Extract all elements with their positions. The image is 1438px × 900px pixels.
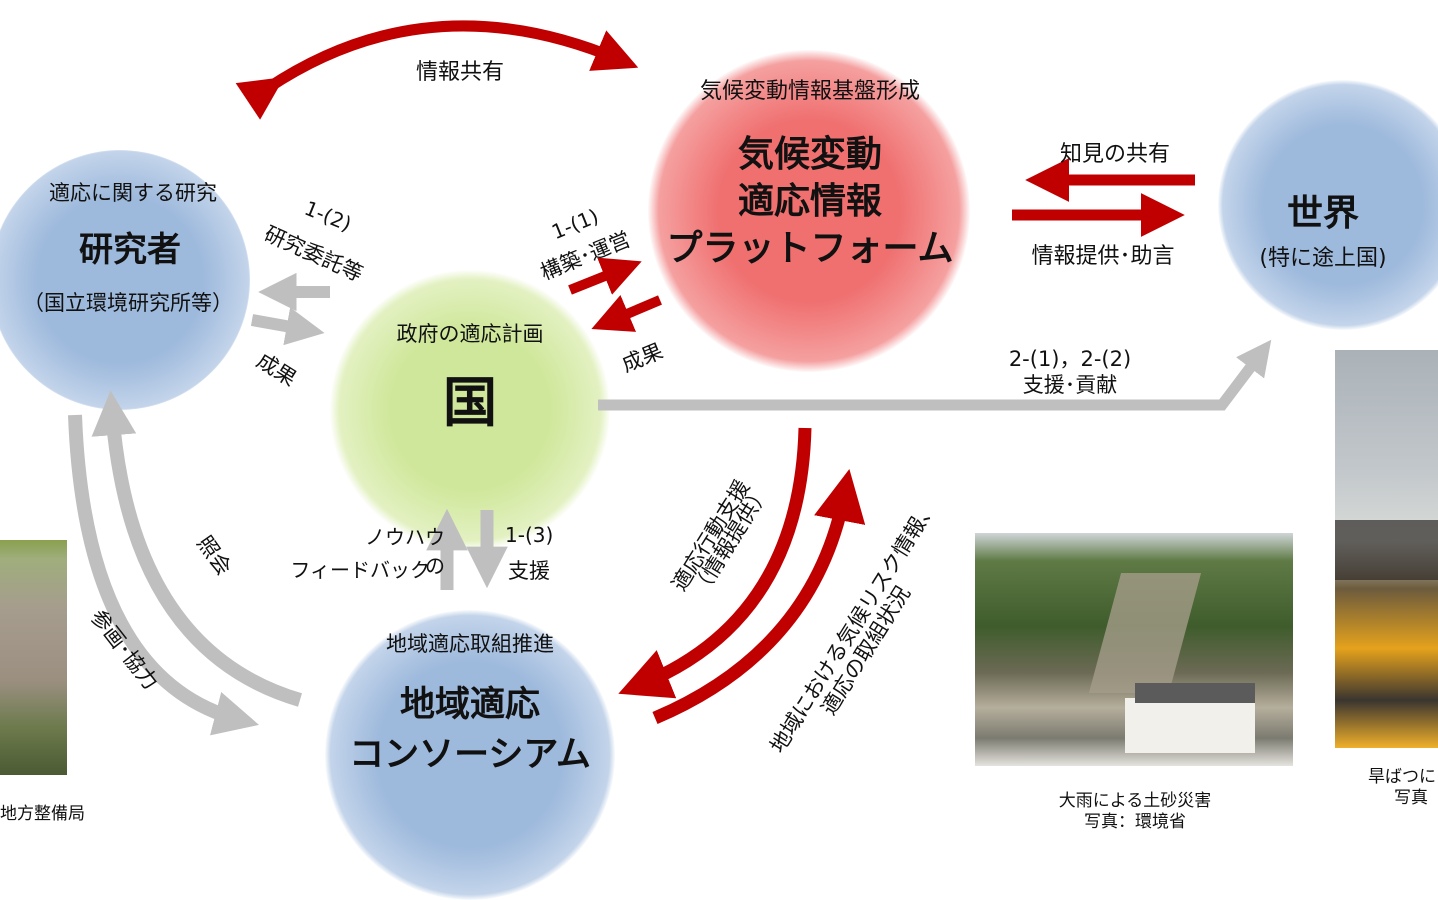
world-sub: (特に途上国) <box>1259 246 1387 271</box>
researcher-caption: 適応に関する研究 <box>49 181 217 205</box>
platform-title-line1: 気候変動 <box>737 134 882 175</box>
drought-photo <box>1335 350 1438 748</box>
drought-caption-line1: 旱ばつに <box>1368 767 1436 787</box>
country-title: 国 <box>443 371 497 434</box>
build-operate-arrow <box>568 257 642 295</box>
regional-info-arrow <box>652 469 866 724</box>
result-right-arrow <box>591 295 662 332</box>
support-code-label: 2-(1)，2-(2) <box>1008 347 1132 371</box>
knowledge-share-label: 知見の共有 <box>1059 142 1170 167</box>
world-title: 世界 <box>1286 193 1359 234</box>
info-share-label: 情報共有 <box>415 60 504 85</box>
researcher-circle <box>0 150 250 410</box>
platform-caption: 気候変動情報基盤形成 <box>699 79 920 104</box>
consortium-title-line1: 地域適応 <box>399 685 540 725</box>
country-world-arrow <box>598 339 1272 411</box>
adapt-support-arrow <box>618 427 812 699</box>
landslide-caption-line1: 大雨による土砂災害 <box>1058 791 1212 811</box>
support-contribution-label: 支援･貢献 <box>1022 373 1118 397</box>
consortium-title-line2: コンソーシアム <box>349 735 591 775</box>
info-advice-label: 情報提供･助言 <box>1031 244 1175 269</box>
left-photo-caption: 地方整備局 <box>0 804 85 824</box>
support3-label: 支援 <box>508 559 550 583</box>
landslide-photo <box>975 533 1293 766</box>
platform-title-line2: 適応情報 <box>737 181 882 222</box>
arrows-layer <box>68 20 1272 736</box>
result-left-arrow <box>250 307 325 346</box>
platform-title-line3: プラットフォーム <box>666 228 954 269</box>
participation-arrow <box>68 414 259 736</box>
support3-code-label: 1-(3) <box>505 523 554 547</box>
consortium-caption: 地域適応取組推進 <box>386 632 554 656</box>
platform-circle <box>648 50 970 372</box>
country-circle <box>330 270 610 550</box>
researcher-sub: （国立環境研究所等） <box>23 291 233 315</box>
world-circle <box>1218 80 1438 330</box>
researcher-title: 研究者 <box>79 230 181 270</box>
knowhow-label-line2: フィードバック <box>290 558 430 582</box>
left-photo <box>0 540 67 775</box>
knowhow-label-line1: ノウハウの <box>365 525 445 578</box>
drought-caption-line2: 写真 <box>1394 788 1428 808</box>
country-caption: 政府の適応計画 <box>396 322 544 346</box>
info-share-arrow <box>235 20 639 120</box>
landslide-caption-line2: 写真：環境省 <box>1084 812 1186 832</box>
inquiry-arrow <box>91 390 302 707</box>
